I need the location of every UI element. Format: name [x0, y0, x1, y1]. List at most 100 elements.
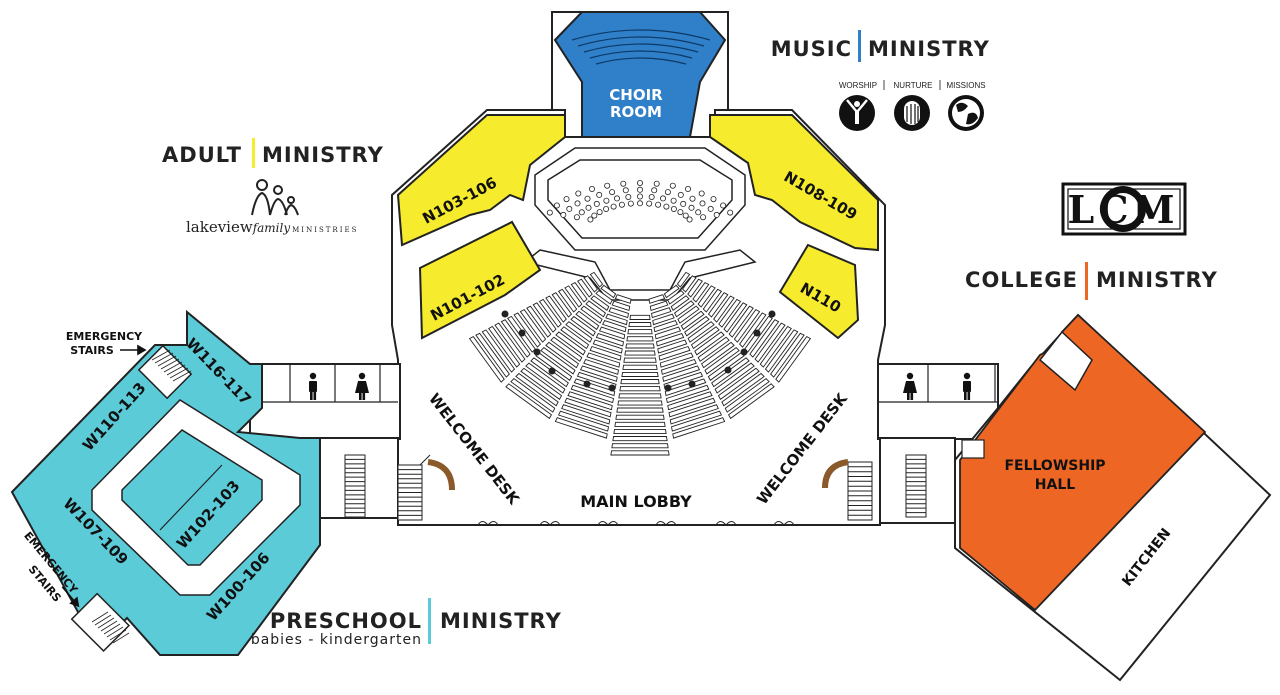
pew-row [664, 378, 707, 397]
pew-row [659, 352, 694, 368]
pew-row [670, 410, 723, 432]
pew-row [475, 332, 510, 378]
pew-row [684, 315, 710, 337]
loft-seat [637, 193, 644, 200]
music-ministry-heading: MUSIC MINISTRY [771, 30, 989, 62]
loft-seat [689, 195, 696, 202]
loft-seat [596, 191, 603, 198]
pew-row [723, 302, 748, 333]
loft-seat [685, 185, 692, 192]
music-divider [858, 30, 861, 62]
worship-icon [839, 95, 875, 131]
preschool-divider [428, 598, 431, 644]
pew-row [622, 364, 658, 370]
loft-seat [610, 203, 617, 210]
loft-seat [620, 180, 627, 187]
room-n108-109[interactable]: N108-109 [709, 114, 879, 252]
pew-row [728, 383, 775, 420]
pew-row [510, 378, 556, 413]
loft-seat [618, 201, 625, 208]
pew-row [667, 290, 685, 305]
loft-seat [546, 209, 553, 216]
loft-seat [603, 197, 610, 204]
loft-seat [584, 195, 591, 202]
pew-row [575, 310, 600, 331]
woman-restroom-icon [903, 372, 917, 400]
college-divider [1085, 262, 1088, 300]
pew-row [669, 404, 719, 425]
emergency-stair-tread [103, 623, 121, 635]
pew-row [724, 378, 770, 413]
loft-seat [596, 209, 603, 216]
loft-seat [720, 202, 727, 209]
pew-row [545, 341, 579, 369]
emergency-stair-treads [91, 349, 192, 644]
pew-row [595, 333, 625, 347]
choir-room-label-2: ROOM [610, 103, 662, 121]
loft-seat [591, 212, 598, 219]
wheelchair-icon [583, 380, 591, 388]
pew-row [672, 417, 726, 439]
main-lobby-label: MAIN LOBBY [580, 492, 692, 511]
pew-row [602, 320, 627, 333]
restrooms-right [878, 364, 998, 403]
loft-seat [578, 209, 585, 216]
loft-seat [688, 204, 695, 211]
stairs-left-inner [344, 454, 423, 521]
preschool-wing [10, 309, 321, 656]
pew-row [612, 436, 668, 442]
pew-row [670, 295, 690, 311]
pew-row [648, 294, 666, 304]
preschool-word-1: PRESCHOOL [270, 609, 422, 633]
pew-row [554, 417, 608, 439]
wheelchair-icon [664, 384, 672, 392]
pew-row [555, 331, 586, 356]
pew-row [619, 386, 661, 392]
pew-row [663, 284, 680, 299]
pew-row [616, 407, 664, 413]
room-n101-102[interactable]: N101-102 [418, 220, 542, 340]
emergency-stair-tread [169, 367, 189, 379]
loft-seat [670, 197, 677, 204]
sanctuary-seating [468, 271, 812, 456]
arrow-right-icon [120, 344, 147, 356]
loft-seat [585, 204, 592, 211]
loft-seat [603, 205, 610, 212]
choir-room[interactable]: CHOIR ROOM [553, 11, 727, 138]
wheelchair-icon [518, 329, 526, 337]
pew-row [714, 362, 755, 394]
room-w102-block[interactable] [121, 429, 263, 566]
pew-row [595, 290, 613, 305]
wheelchair-icon [548, 367, 556, 375]
wheelchair-icon [533, 348, 541, 356]
pew-row [662, 365, 701, 382]
wheelchair-icon [740, 348, 748, 356]
nurture-icon [894, 95, 930, 131]
adult-divider [252, 138, 255, 168]
loft-seat [637, 186, 644, 193]
fellowship-door-box [961, 439, 985, 459]
loft-seat [566, 205, 573, 212]
adult-word-2: MINISTRY [262, 143, 384, 167]
pew-row [629, 314, 651, 320]
pew-row [665, 384, 710, 404]
loft-seat [648, 193, 655, 200]
choir-room-label-1: CHOIR [609, 86, 663, 104]
room-n110[interactable]: N110 [778, 243, 860, 340]
pew-row [605, 313, 628, 326]
pew-row [759, 325, 792, 368]
pew-row [580, 305, 603, 324]
loft-seat [686, 216, 693, 223]
pew-row [535, 352, 573, 381]
loft-seat [707, 205, 714, 212]
pew-row [576, 371, 617, 389]
pew-row [519, 309, 547, 343]
pew-row [577, 278, 593, 298]
pew-row [625, 343, 655, 349]
family-people-logo-icon [251, 179, 299, 216]
emergency-stair-tread [112, 632, 130, 644]
music-sub-worship: WORSHIP [839, 81, 877, 90]
stairs-right-inner [847, 454, 927, 521]
emergency-stair-tread [154, 352, 174, 364]
